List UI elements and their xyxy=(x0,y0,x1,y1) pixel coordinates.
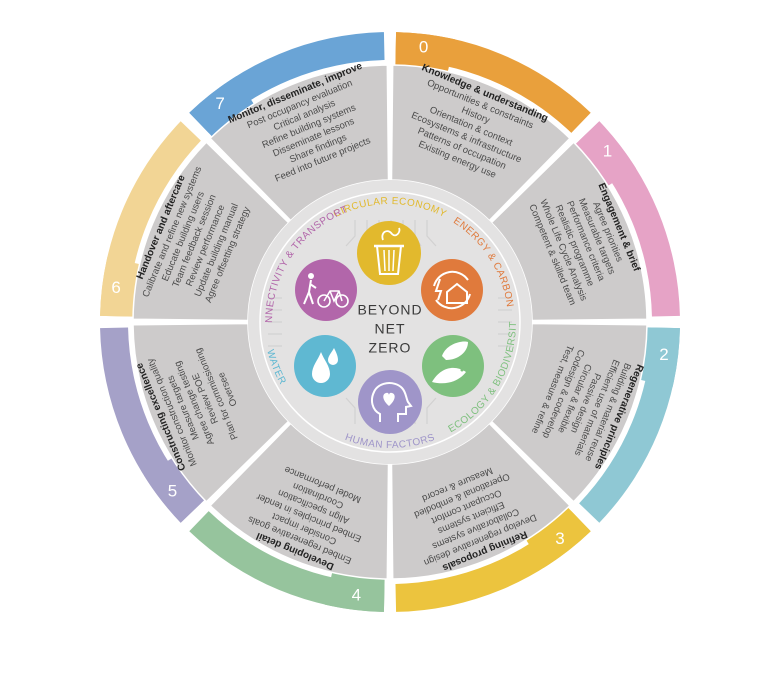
stage-tab-6 xyxy=(100,256,141,317)
walk-bike-icon xyxy=(295,259,357,321)
bin-icon xyxy=(357,221,421,285)
stage-number-2: 2 xyxy=(659,345,668,364)
inner-ring-border xyxy=(259,191,521,453)
stage-tab-7 xyxy=(189,76,255,138)
stage-tab-3 xyxy=(525,506,591,568)
stage-number-0: 0 xyxy=(419,38,428,57)
center-line-1: BEYOND xyxy=(357,302,422,318)
stage-number-7: 7 xyxy=(215,94,224,113)
water-drops-icon xyxy=(294,335,356,397)
stage-tab-4 xyxy=(324,571,385,612)
house-energy-icon xyxy=(421,259,483,321)
stage-tab-5 xyxy=(144,457,206,523)
circuit-line xyxy=(426,397,437,424)
stage-color-ring: 0 1 2 3 4 5 6 7 xyxy=(100,32,680,612)
stage-number-1: 1 xyxy=(603,142,612,161)
center-line-3: ZERO xyxy=(369,340,412,356)
circuit-line xyxy=(426,220,437,247)
stage-segments xyxy=(132,64,648,580)
stage-number-4: 4 xyxy=(352,585,361,604)
stage-tab-2 xyxy=(639,327,680,388)
center-line-2: NET xyxy=(375,321,406,337)
stage-tab-0 xyxy=(395,32,456,73)
head-heart-icon xyxy=(358,370,422,434)
circuit-line xyxy=(345,397,356,424)
stage-number-5: 5 xyxy=(168,481,177,500)
stage-number-6: 6 xyxy=(111,278,120,297)
stage-number-3: 3 xyxy=(555,529,564,548)
circuit-line xyxy=(345,220,356,247)
stage-tab-1 xyxy=(574,121,636,187)
bird-leaf-icon xyxy=(422,335,484,397)
